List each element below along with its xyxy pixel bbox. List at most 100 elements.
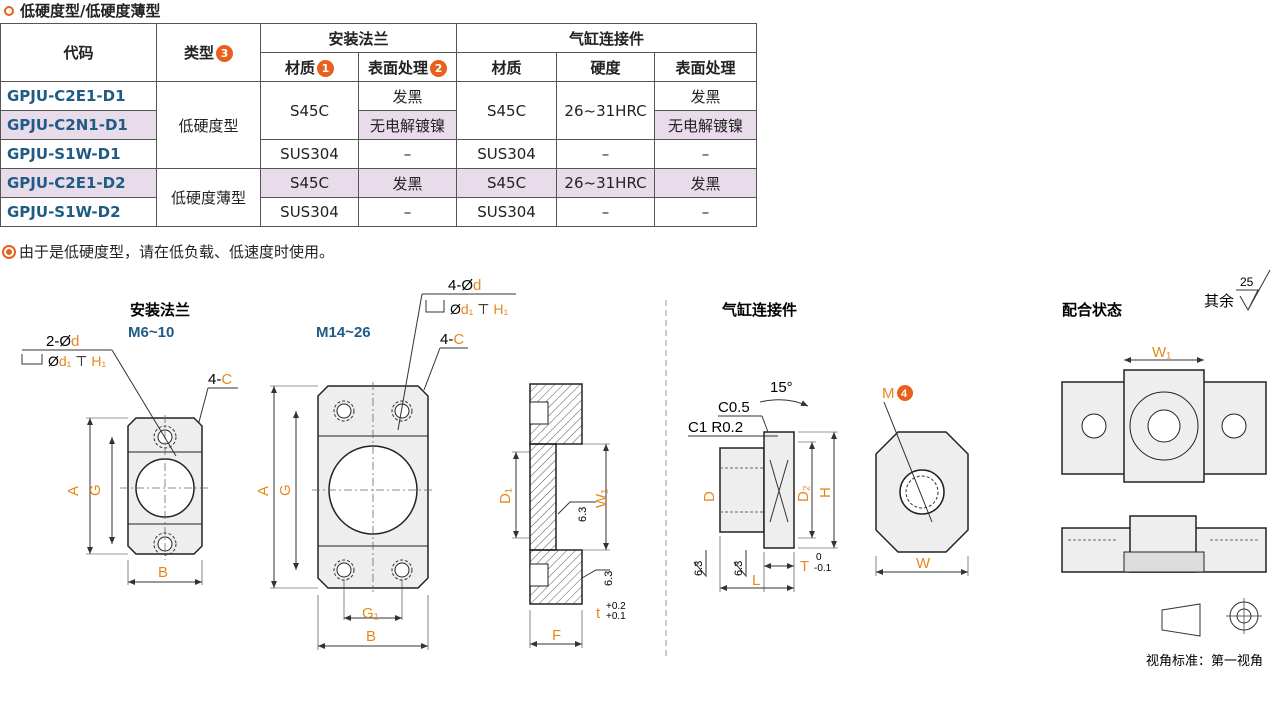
surface-cell: –: [357, 197, 458, 227]
angle-label: 15°: [770, 379, 793, 396]
dim-W: W: [916, 555, 931, 572]
badge-3-icon: 3: [216, 45, 233, 62]
material-cell: S45C: [260, 168, 359, 198]
dim-W1: W₁: [593, 489, 610, 508]
hardness-cell: 26~31HRC: [556, 81, 656, 140]
material2-cell: SUS304: [456, 139, 558, 169]
flange-small-view: 安装法兰 M6~10 A G B 2-Ød Ød₁ ⊤ H₁ 4-C: [21, 301, 238, 585]
svg-text:-0.1: -0.1: [814, 563, 832, 574]
svg-text:Ød₁ ⊤ H₁: Ød₁ ⊤ H₁: [48, 353, 107, 369]
header-material-2: 材质: [456, 52, 558, 82]
svg-text:6.3: 6.3: [693, 561, 705, 576]
svg-text:+0.1: +0.1: [606, 611, 626, 622]
header-code: 代码: [0, 23, 157, 82]
svg-text:25: 25: [1240, 275, 1254, 289]
connector-front-view: M 4 W: [875, 385, 969, 576]
dim-A-small: A: [65, 486, 82, 496]
code-cell: GPJU-S1W-D1: [0, 139, 157, 169]
surface2-cell: 无电解镀镍: [654, 110, 758, 140]
surface2-cell: 发黑: [654, 168, 758, 198]
fit-state-view: 配合状态 其余 25 W₁ 视角标准：第一视角: [1061, 269, 1271, 668]
projection-label: 视角标准：第一视角: [1146, 653, 1263, 668]
type-cell: 低硬度型: [156, 81, 261, 169]
dim-B-large: B: [366, 628, 376, 645]
header-cylinder: 气缸连接件: [456, 23, 758, 53]
dim-T: T: [800, 558, 809, 575]
hole2-label: 2-Ød: [46, 333, 79, 350]
size-large-label: M14~26: [316, 324, 371, 341]
circle-bullet-icon: [4, 5, 14, 16]
M-label: M: [882, 385, 895, 402]
dim-D1: D₁: [497, 488, 514, 504]
dim-H: H: [817, 487, 834, 498]
dim-t: t: [596, 605, 601, 622]
svg-text:+0.2: +0.2: [606, 601, 626, 612]
usage-note: 由于是低硬度型，请在低负载、低速度时使用。: [2, 241, 335, 262]
hardness-cell: –: [556, 139, 656, 169]
material-cell: SUS304: [260, 139, 359, 169]
header-surface-2: 表面处理: [654, 52, 758, 82]
header-hardness: 硬度: [556, 52, 656, 82]
svg-text:4-C: 4-C: [440, 331, 464, 348]
dim-G1: G₁: [362, 605, 379, 622]
surface-cell: 发黑: [357, 168, 458, 198]
surface2-cell: 发黑: [654, 81, 758, 111]
dim-G-small: G: [87, 484, 104, 496]
type-cell: 低硬度薄型: [156, 168, 261, 227]
c05-label: C0.5: [718, 399, 750, 416]
svg-text:C1 R0.2: C1 R0.2: [688, 419, 743, 436]
code-cell: GPJU-C2E1-D2: [0, 168, 157, 198]
hardness-cell: –: [556, 197, 656, 227]
flange-section-view: W₁ D₁ 6.3 6.3 F t +0.2 +0.1: [497, 383, 626, 648]
section-title-text: 低硬度型/低硬度薄型: [20, 2, 161, 20]
surface-rest-label: 其余: [1204, 292, 1234, 310]
material-cell: SUS304: [260, 197, 359, 227]
svg-text:6.3: 6.3: [603, 571, 615, 586]
table-row: GPJU-C2N1-D1 无电解镀镍 无电解镀镍: [0, 110, 758, 140]
header-flange: 安装法兰: [259, 23, 458, 53]
flange-title: 安装法兰: [130, 301, 190, 319]
dim-L: L: [752, 572, 760, 589]
svg-text:6.3: 6.3: [577, 507, 589, 522]
badge-1-icon: 1: [317, 59, 334, 77]
dim-G-large: G: [277, 484, 294, 496]
code-cell: GPJU-C2N1-D1: [0, 110, 157, 140]
dim-D2: D₂: [795, 485, 812, 502]
dot-bullet-icon: [2, 244, 16, 259]
material2-cell: S45C: [456, 168, 558, 198]
cylinder-title: 气缸连接件: [721, 301, 797, 319]
material-cell: S45C: [260, 81, 359, 140]
section-title: 低硬度型/低硬度薄型: [4, 0, 160, 21]
code-cell: GPJU-S1W-D2: [0, 197, 157, 227]
code-cell: GPJU-C2E1-D1: [0, 81, 157, 111]
dim-D: D: [701, 491, 718, 502]
badge-2-icon: 2: [430, 59, 448, 77]
table-row: GPJU-S1W-D1 SUS304 – SUS304 – –: [0, 139, 758, 169]
svg-text:4-Ød: 4-Ød: [448, 277, 481, 294]
table-row: GPJU-C2E1-D1 低硬度型 S45C 发黑 S45C 26~31HRC …: [0, 81, 758, 169]
size-small-label: M6~10: [128, 324, 174, 341]
material2-cell: SUS304: [456, 197, 558, 227]
badge-4-icon: 4: [901, 388, 908, 400]
flange-large-view: M14~26 A G G₁ B 4-Ød Ød₁ ⊤ H₁ 4-C: [255, 277, 516, 650]
svg-text:4-C: 4-C: [208, 371, 232, 388]
material2-cell: S45C: [456, 81, 558, 140]
hardness-cell: 26~31HRC: [556, 168, 656, 198]
fit-title: 配合状态: [1062, 301, 1122, 319]
surface-cell: –: [357, 139, 458, 169]
technical-drawing: 安装法兰 M6~10 A G B 2-Ød Ød₁ ⊤ H₁ 4-C M14: [21, 269, 1271, 668]
surface-cell: 无电解镀镍: [357, 110, 458, 140]
surface2-cell: –: [654, 139, 758, 169]
dim-W1-fit: W₁: [1152, 344, 1171, 361]
usage-note-text: 由于是低硬度型，请在低负载、低速度时使用。: [19, 243, 335, 261]
dim-B-small: B: [158, 564, 168, 581]
dim-A-large: A: [255, 486, 272, 496]
surface-cell: 发黑: [357, 81, 458, 111]
svg-text:0: 0: [816, 552, 822, 563]
surface2-cell: –: [654, 197, 758, 227]
dim-F: F: [552, 627, 561, 644]
